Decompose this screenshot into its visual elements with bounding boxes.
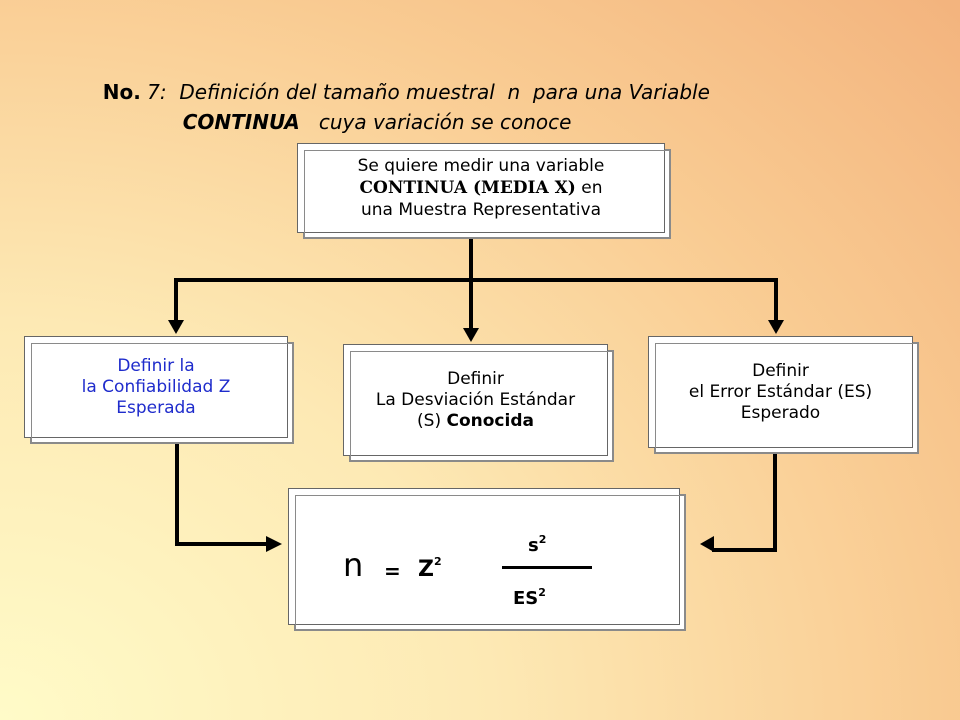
connector-middle-drop <box>469 278 473 332</box>
formula-denominator: ES2 <box>513 586 546 609</box>
formula-box <box>288 488 685 630</box>
title-number-label: No. <box>102 80 141 104</box>
formula-z-exponent: 2 <box>433 555 442 568</box>
connector-horizontal-bar <box>174 278 778 282</box>
left-box-line-3: Esperada <box>116 397 196 418</box>
top-box-line-1: Se quiere medir una variable <box>357 156 605 176</box>
title-line-1-text: 7: Definición del tamaño muestral n para… <box>140 80 710 104</box>
right-box-line-2: el Error Estándar (ES) <box>688 381 873 402</box>
middle-box-desviacion: Definir La Desviación Estándar (S) Conoc… <box>343 344 613 461</box>
title-line-2-text: cuya variación se conoce <box>299 110 572 134</box>
middle-box-line-2: La Desviación Estándar <box>375 389 576 410</box>
formula-z: Z2 <box>418 555 442 582</box>
formula-fraction-bar <box>502 566 592 569</box>
connector-left-bottom-horizontal <box>175 542 267 546</box>
formula-numerator-exponent: 2 <box>538 533 547 546</box>
top-box-variable: Se quiere medir una variable CONTINUA (M… <box>297 143 670 238</box>
left-box-line-1: Definir la <box>117 355 195 376</box>
slide-title-line-2: CONTINUA cuya variación se conoce <box>170 86 572 134</box>
connector-right-bottom-horizontal <box>712 548 777 552</box>
connector-top-vertical <box>469 236 473 282</box>
connector-left-bottom-vertical <box>175 440 179 546</box>
formula-z-letter: Z <box>418 557 434 582</box>
middle-box-line-3: (S) Conocida <box>417 411 534 432</box>
left-box-confiabilidad: Definir la la Confiabilidad Z Esperada <box>24 336 293 443</box>
top-box-line-3: una Muestra Representativa <box>360 200 602 220</box>
formula-numerator: s2 <box>528 533 547 556</box>
connector-right-drop <box>774 278 778 324</box>
formula-n: n <box>343 546 364 584</box>
middle-box-conocida: Conocida <box>446 410 534 431</box>
slide-title-line-1: No. 7: Definición del tamaño muestral n … <box>90 56 710 104</box>
right-box-line-1: Definir <box>752 360 809 381</box>
right-box-line-3: Esperado <box>740 402 821 423</box>
top-box-continua: CONTINUA (MEDIA X) <box>359 178 576 198</box>
formula-numerator-letter: s <box>528 535 539 556</box>
middle-box-line-3-prefix: (S) <box>417 410 447 431</box>
title-continua-label: CONTINUA <box>182 110 300 134</box>
right-box-error-estandar: Definir el Error Estándar (ES) Esperado <box>648 336 918 453</box>
connector-left-drop <box>174 278 178 324</box>
top-box-line-2: CONTINUA (MEDIA X) en <box>360 177 603 199</box>
formula-denominator-exponent: 2 <box>538 586 546 599</box>
connector-right-bottom-vertical <box>773 446 777 552</box>
left-box-line-2: la Confiabilidad Z <box>81 376 231 397</box>
formula-denominator-letters: ES <box>513 588 539 609</box>
formula-equals: = <box>384 559 401 583</box>
top-box-line-2-rest: en <box>575 178 603 198</box>
middle-box-line-1: Definir <box>447 368 504 389</box>
